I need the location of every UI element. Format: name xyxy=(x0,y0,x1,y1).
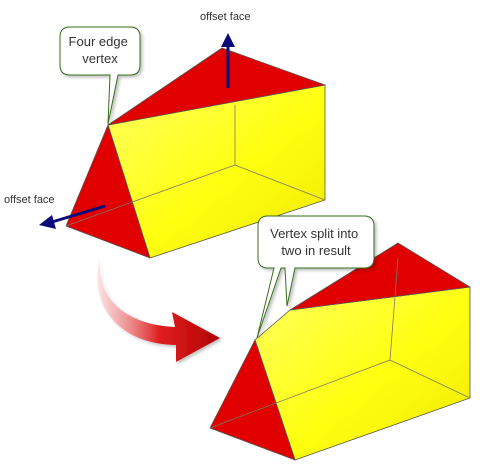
callout-four-edge-vertex xyxy=(59,26,141,125)
callout-four-edge-line1: Four edge xyxy=(69,34,128,49)
transition-arrow-icon xyxy=(97,258,220,362)
offset-arrow-left-icon xyxy=(39,204,106,229)
prism-before-red-top-face xyxy=(107,47,327,126)
callout-vertex-split-line2: two in result xyxy=(281,243,351,258)
prism-after-red-top-face xyxy=(289,242,472,311)
prism-after xyxy=(209,242,472,461)
offset-arrow-top-icon xyxy=(221,33,235,88)
svg-text:Vertex split into two in r: Vertex split into two in result xyxy=(270,226,362,258)
offset-face-top-label: offset face xyxy=(200,11,251,23)
prism-before-red-end-face xyxy=(65,123,151,259)
callout-vertex-split xyxy=(256,215,375,339)
prism-before-hidden-edges xyxy=(65,105,326,227)
callout-four-edge-line2: vertex xyxy=(82,51,118,66)
callout-vertex-split-line1: Vertex split into xyxy=(270,226,358,241)
offset-face-left-label: offset face xyxy=(4,194,55,206)
svg-text:Four edge vertex: Four edge vertex xyxy=(69,34,132,66)
prism-after-hidden-edges xyxy=(209,257,471,429)
prism-after-red-end-face xyxy=(209,338,296,461)
prism-before xyxy=(65,47,327,259)
prism-after-yellow-front-face xyxy=(254,286,471,461)
